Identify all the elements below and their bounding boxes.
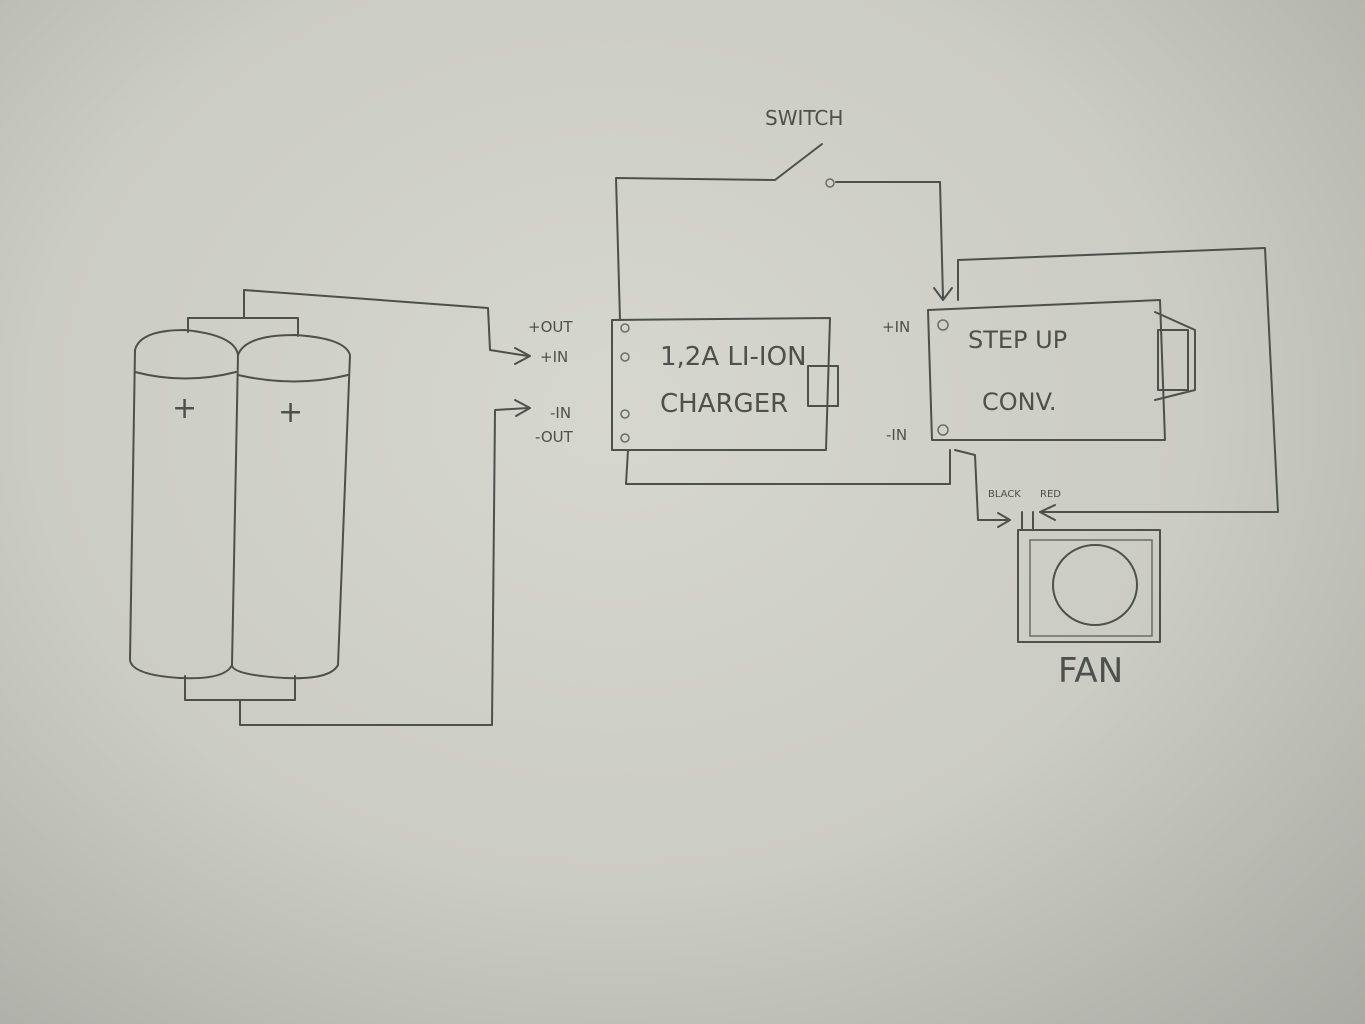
pin-plus-in: +IN xyxy=(540,348,568,366)
fan: BLACK RED FAN xyxy=(988,489,1161,691)
fan-wire-black: BLACK xyxy=(988,489,1021,500)
conv-pin-plus-in: +IN xyxy=(882,318,910,336)
pin-minus-out: -OUT xyxy=(535,428,574,446)
cell-plus-2: + xyxy=(278,395,303,430)
fan-wire-red: RED xyxy=(1040,489,1061,500)
fan-label: FAN xyxy=(1058,651,1123,691)
step-up-converter: STEP UP CONV. +IN -IN xyxy=(882,247,1279,531)
cell-plus-1: + xyxy=(172,391,197,426)
charger-module: 1,2A LI-ION CHARGER +OUT +IN -IN -OUT xyxy=(528,317,839,451)
converter-title: STEP UP xyxy=(968,326,1067,354)
charger-subtitle: CHARGER xyxy=(660,389,788,419)
switch: SWITCH xyxy=(615,106,953,321)
battery-pack: + + xyxy=(129,289,531,726)
conv-pin-minus-in: -IN xyxy=(886,426,907,444)
converter-subtitle: CONV. xyxy=(982,388,1057,416)
switch-label: SWITCH xyxy=(765,106,843,130)
pin-minus-in: -IN xyxy=(550,404,571,422)
charger-title: 1,2A LI-ION xyxy=(660,342,807,372)
pin-plus-out: +OUT xyxy=(528,318,573,336)
